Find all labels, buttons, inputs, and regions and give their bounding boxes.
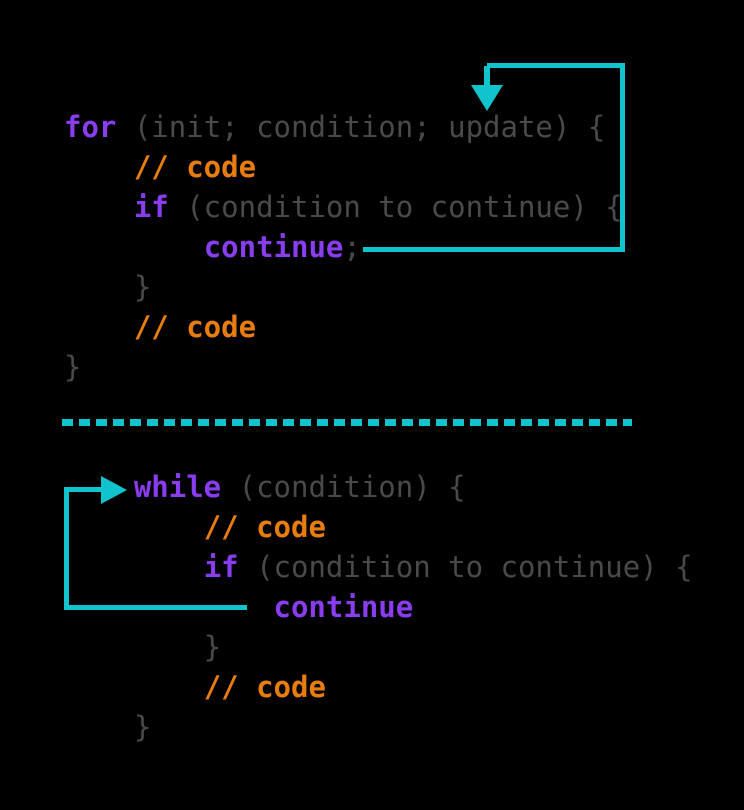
code-token: [64, 550, 204, 584]
dashed-separator: [62, 419, 632, 426]
for-continue-arrow-horizontal-segment: [363, 247, 625, 252]
code-line: // code: [64, 667, 693, 707]
arrow-down-icon: [471, 85, 503, 111]
while-continue-arrow-horizontal-segment: [64, 605, 247, 610]
code-token: (init; condition; update) {: [116, 110, 606, 144]
code-line: }: [64, 627, 693, 667]
arrow-right-icon: [101, 476, 127, 504]
code-token: // code: [203, 670, 326, 704]
code-token: (condition to continue) {: [238, 550, 693, 584]
code-token: // code: [203, 510, 326, 544]
code-token: continue: [203, 230, 344, 264]
code-token: for: [64, 110, 117, 144]
code-token: (condition to continue) {: [168, 190, 623, 224]
code-token: // code: [133, 150, 257, 184]
for-continue-arrow-vertical-segment: [620, 63, 625, 252]
code-token: if: [203, 550, 239, 584]
code-token: ;: [343, 230, 361, 264]
code-token: (condition) {: [221, 470, 466, 504]
code-token: [64, 190, 134, 224]
code-token: if: [133, 190, 169, 224]
code-line: continue;: [64, 227, 623, 267]
code-token: [64, 150, 134, 184]
code-token: }: [64, 710, 152, 744]
for-loop-code-block: for (init; condition; update) { // code …: [64, 107, 623, 387]
while-continue-arrow-stub-segment: [64, 487, 102, 492]
code-token: // code: [133, 310, 257, 344]
code-line: continue: [64, 587, 693, 627]
code-line: // code: [64, 507, 693, 547]
code-token: while: [133, 470, 222, 504]
code-token: }: [64, 350, 82, 384]
code-line: }: [64, 267, 623, 307]
while-loop-code-block: while (condition) { // code if (conditio…: [64, 467, 693, 747]
for-continue-arrow-top-segment: [487, 63, 625, 68]
code-line: }: [64, 347, 623, 387]
for-continue-arrow-stub-segment: [484, 66, 490, 86]
code-token: [64, 670, 204, 704]
code-line: }: [64, 707, 693, 747]
code-line: // code: [64, 307, 623, 347]
code-token: }: [64, 630, 222, 664]
code-token: [64, 230, 204, 264]
code-line: if (condition to continue) {: [64, 187, 623, 227]
code-line: for (init; condition; update) {: [64, 107, 623, 147]
code-token: [64, 310, 134, 344]
code-token: }: [64, 270, 152, 304]
code-line: // code: [64, 147, 623, 187]
code-line: if (condition to continue) {: [64, 547, 693, 587]
code-token: continue: [273, 590, 414, 624]
while-continue-arrow-vertical-segment: [64, 489, 69, 610]
code-line: while (condition) {: [64, 467, 693, 507]
code-token: [64, 510, 204, 544]
